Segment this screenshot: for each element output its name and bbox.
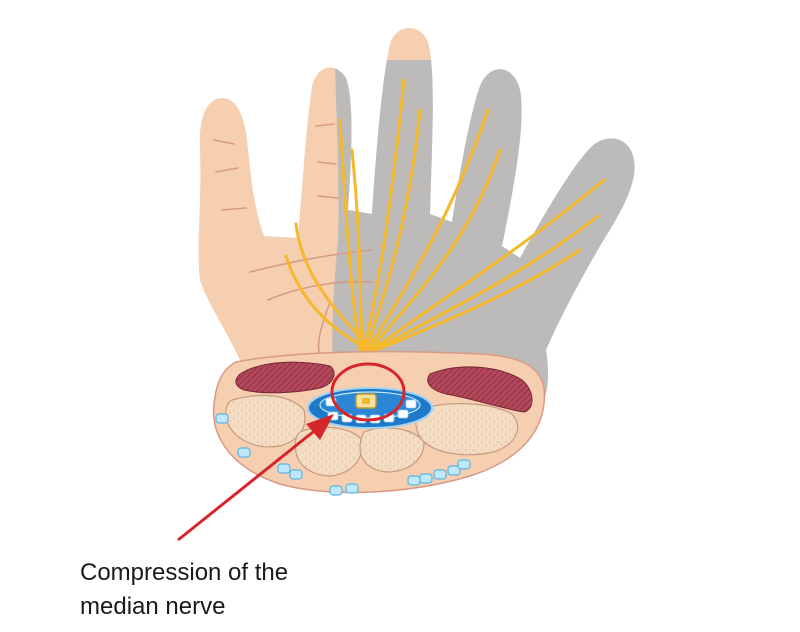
compression-indicator (177, 362, 406, 542)
caption-line-2: median nerve (80, 593, 226, 620)
vessels (215, 413, 471, 496)
indicator-circle (330, 362, 406, 422)
median-nerve-branches (284, 78, 606, 352)
wrist-cross-section (212, 350, 546, 496)
carpal-bones (225, 394, 518, 477)
indicator-arrow-line (177, 426, 319, 542)
hypothenar-muscle (427, 366, 533, 413)
thenar-muscle (235, 361, 335, 394)
caption-line-1: Compression of the (80, 559, 289, 586)
indicator-arrow-head (306, 414, 334, 440)
caption: Compression of the median nerve (80, 556, 288, 624)
